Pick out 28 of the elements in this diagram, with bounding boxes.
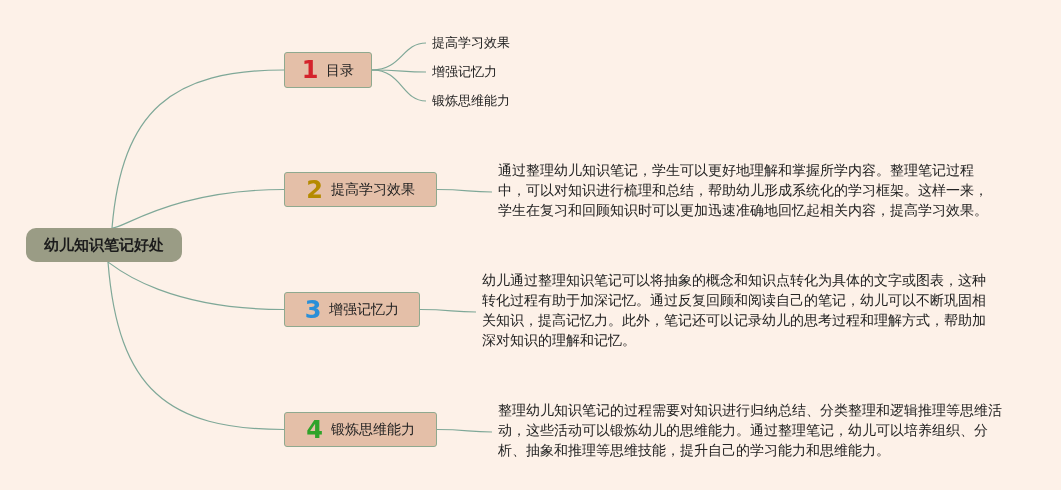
subtopic-text: 增强记忆力: [432, 61, 497, 83]
connector-line: [111, 188, 285, 229]
connector-line: [107, 261, 285, 431]
connector-line: [371, 69, 427, 102]
connector-line: [436, 188, 493, 193]
topic-label: 提高学习效果: [330, 180, 415, 199]
description-text: 通过整理幼儿知识笔记，学生可以更好地理解和掌握所学内容。整理笔记过程中，可以对知识进行梳理和总结，帮助幼儿形成系统化的学习框架。这样一来，学生在复习和回顾知识时可以更加迅速准确地回忆起相关内容，提高学习效果。: [498, 160, 998, 220]
number-label: 4: [306, 417, 323, 442]
topic-label: 目录: [326, 60, 355, 80]
connector-line: [436, 428, 493, 433]
subtopic-text: 锻炼思维能力: [432, 90, 510, 112]
number-label: 2: [306, 177, 323, 202]
connector-line: [107, 261, 285, 311]
description-text: 整理幼儿知识笔记的过程需要对知识进行归纳总结、分类整理和逻辑推理等思维活动，这些活动可以锻炼幼儿的思维能力。通过整理笔记，幼儿可以培养组织、分析、抽象和推理等思维技能，提升自己的学习能力和思维能力。: [498, 400, 1014, 460]
connector-line: [111, 69, 285, 229]
topic-label: 锻炼思维能力: [330, 420, 415, 439]
topic-box: [284, 52, 372, 88]
number-label: 3: [304, 297, 322, 322]
topic-box: [284, 412, 437, 447]
description-text: 幼儿通过整理知识笔记可以将抽象的概念和知识点转化为具体的文字或图表，这种转化过程有助于加深记忆。通过反复回顾和阅读自己的笔记，幼儿可以不断巩固相关知识，提高记忆力。此外，笔记还可以记录幼儿的思考过程和理解方式，帮助加深对知识的理解和记忆。: [482, 270, 998, 350]
topic-label: 增强记忆力: [329, 300, 400, 319]
central-topic: 幼儿知识笔记好处: [26, 228, 182, 262]
number-label: 1: [301, 58, 319, 82]
topic-box: [284, 292, 420, 327]
connector-line: [419, 308, 477, 313]
subtopic-text: 提高学习效果: [432, 32, 510, 54]
topic-box: [284, 172, 437, 207]
connector-line: [371, 69, 427, 73]
